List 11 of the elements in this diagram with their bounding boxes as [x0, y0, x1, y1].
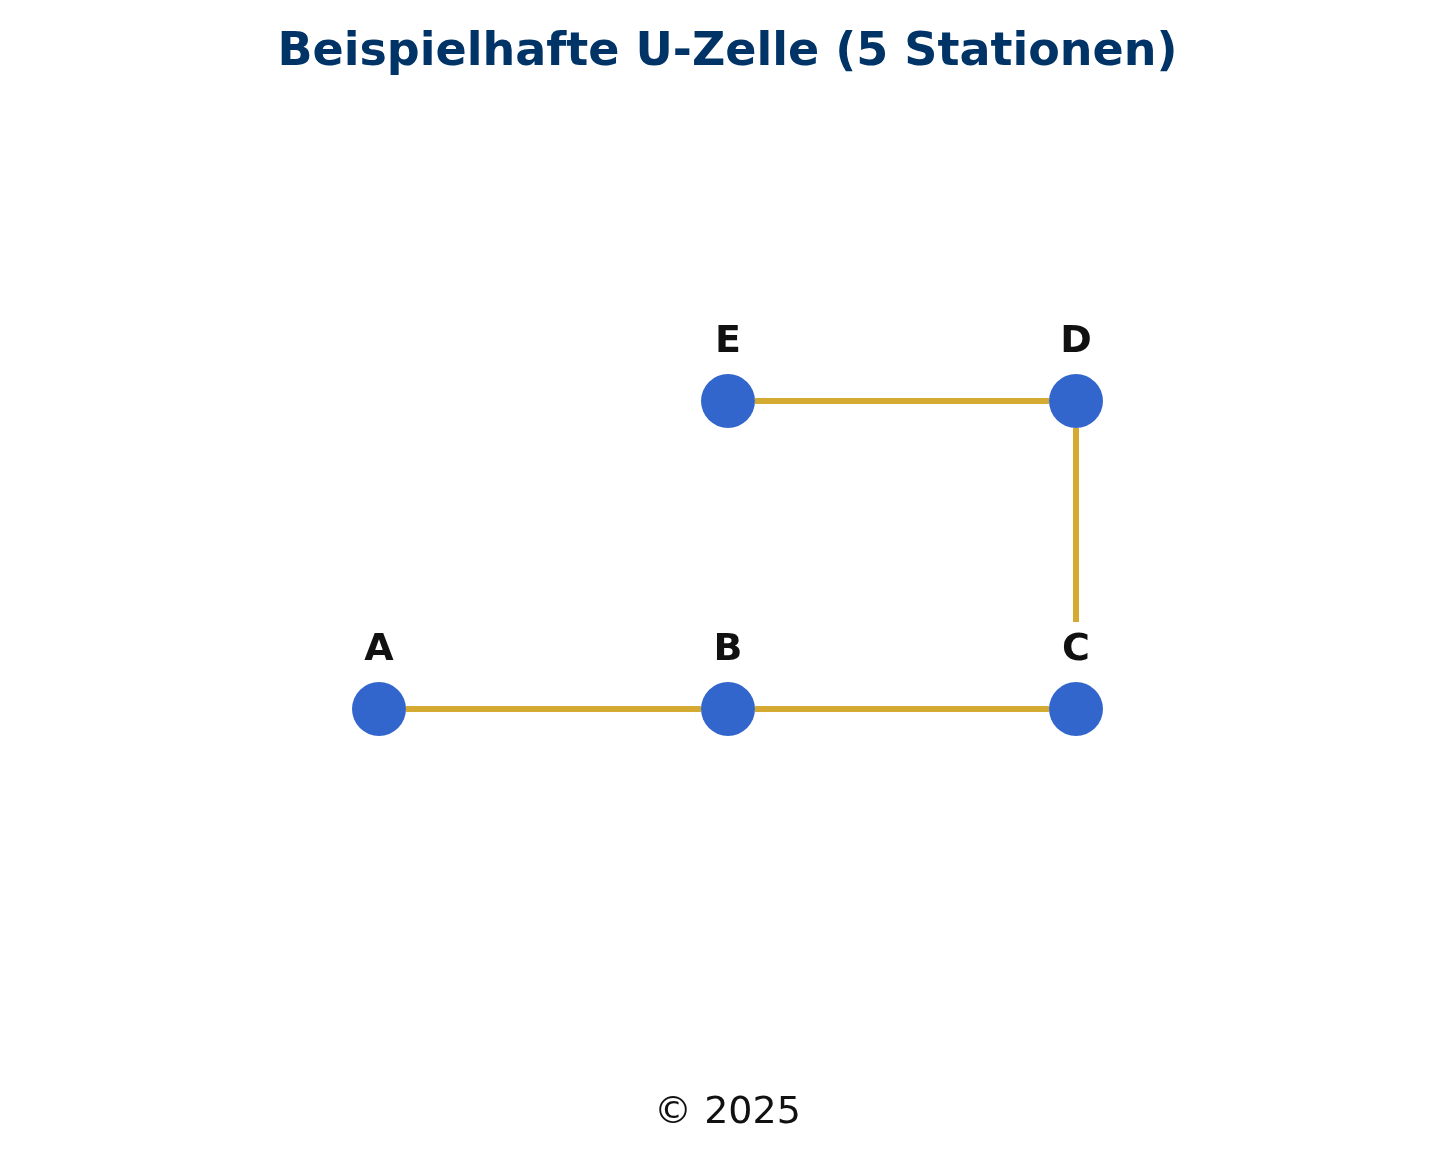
station-label: A [364, 624, 394, 671]
copyright-note: © 2025 [654, 1088, 801, 1132]
diagram-title: Beispielhafte U-Zelle (5 Stationen) [276, 22, 1179, 76]
connector-line [406, 706, 701, 712]
connector-line [755, 398, 1049, 404]
connector-line [1073, 428, 1079, 622]
station-label: D [1060, 316, 1092, 363]
connector-line [755, 706, 1049, 712]
station-label: E [715, 316, 741, 363]
station-label: B [713, 624, 743, 671]
station-label: C [1062, 624, 1090, 671]
